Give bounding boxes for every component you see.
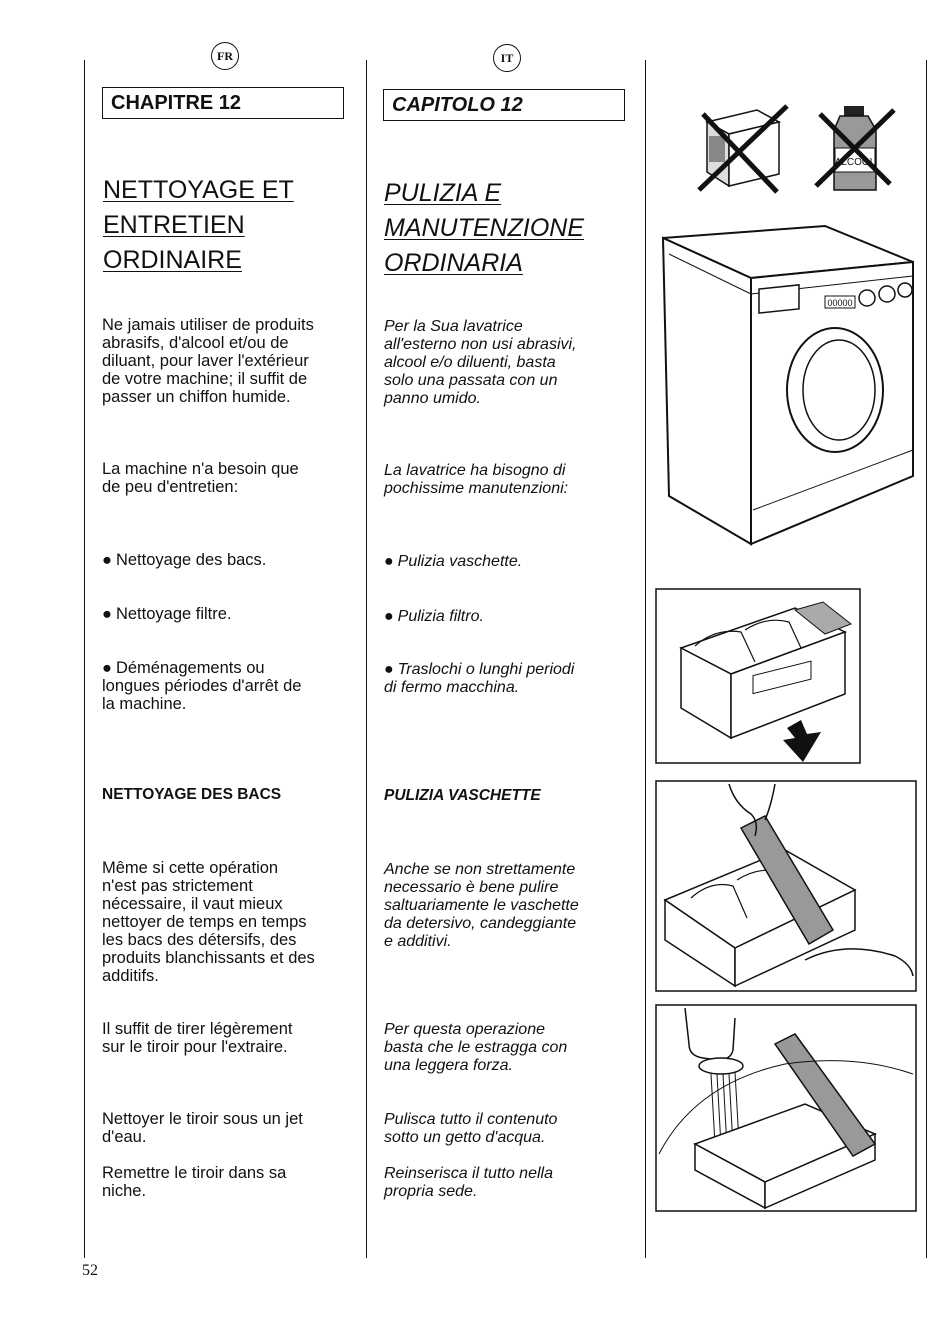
fr-chapter-heading: CHAPITRE 12 — [102, 87, 344, 119]
drawer-pull-illustration — [655, 588, 861, 764]
right-margin-rule — [926, 60, 927, 1258]
fr-bullet-tray-cleaning: Nettoyage des bacs. — [102, 551, 352, 569]
drawer-rinsing-illustration — [655, 1004, 917, 1212]
fr-title-line: NETTOYAGE ET — [103, 176, 294, 204]
fr-section-heading: NETTOYAGE DES BACS — [102, 786, 282, 803]
middle-column-rule — [366, 60, 367, 1258]
no-abrasive-powder-icon — [697, 104, 789, 194]
machine-display: 00000 — [827, 298, 852, 308]
fr-title: NETTOYAGE ET ENTRETIEN ORDINAIRE — [103, 173, 294, 278]
fr-title-line: ORDINAIRE — [103, 246, 242, 274]
it-title-line: PULIZIA E — [384, 179, 502, 207]
page-number: 52 — [82, 1262, 98, 1279]
right-column-rule — [645, 60, 646, 1258]
it-language-badge: IT — [493, 44, 521, 72]
washing-machine-illustration: 00000 — [661, 224, 914, 546]
alcohol-label: ALCOOL — [835, 157, 876, 168]
it-title-line: MANUTENZIONE — [384, 214, 584, 242]
tray-removal-illustration — [655, 780, 917, 992]
no-alcohol-icon: ALCOOL — [814, 106, 896, 191]
fr-bullet-filter-cleaning: Nettoyage filtre. — [102, 605, 352, 623]
fr-title-line: ENTRETIEN — [103, 211, 245, 239]
fr-language-badge: FR — [211, 42, 239, 70]
it-bullet-tray-cleaning: Pulizia vaschette. — [384, 553, 634, 571]
it-chapter-heading: CAPITOLO 12 — [383, 89, 625, 121]
it-title: PULIZIA E MANUTENZIONE ORDINARIA — [384, 176, 584, 281]
left-column-rule — [84, 60, 85, 1258]
it-title-line: ORDINARIA — [384, 249, 523, 277]
it-section-heading: PULIZIA VASCHETTE — [384, 787, 541, 804]
it-bullet-filter-cleaning: Pulizia filtro. — [384, 608, 634, 626]
